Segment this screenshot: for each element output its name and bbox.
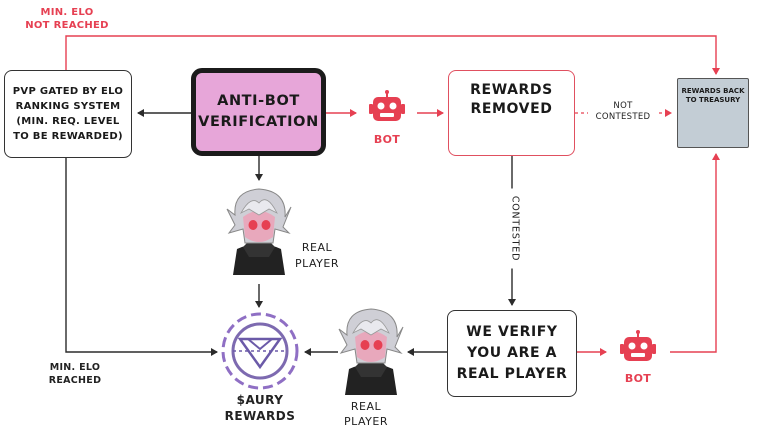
pvp-elo-gate-node: PVP GATED BY ELO RANKING SYSTEM (MIN. RE… <box>4 70 132 158</box>
player-avatar-icon <box>226 188 292 275</box>
arrow-pvp-to-treasury <box>65 35 720 75</box>
bot-label-top: BOT <box>373 133 401 146</box>
min-elo-not-reached-label: MIN. ELO NOT REACHED <box>25 7 109 31</box>
arrow-pvp-to-rewards <box>65 158 218 356</box>
rewards-to-treasury-node: REWARDS BACK TO TREASURY <box>677 78 749 148</box>
anti-bot-verification-node: ANTI-BOT VERIFICATION <box>191 68 326 156</box>
aury-coin-icon <box>221 312 299 390</box>
contested-label: CONTESTED <box>509 188 521 269</box>
robot-icon <box>620 330 656 361</box>
player-avatar-icon <box>338 308 404 395</box>
aury-rewards-label: $AURY REWARDS <box>224 393 296 423</box>
real-player-label-top: REAL PLAYER <box>295 241 339 270</box>
real-player-label-bottom: REAL PLAYER <box>344 400 388 428</box>
not-contested-label: NOT CONTESTED <box>588 101 658 123</box>
arrow-bot-to-treasury <box>670 153 720 353</box>
bot-label-bottom: BOT <box>624 372 652 385</box>
verify-real-player-node: WE VERIFY YOU ARE A REAL PLAYER <box>447 310 577 397</box>
min-elo-reached-label: MIN. ELO REACHED <box>48 362 102 386</box>
rewards-removed-node: REWARDS REMOVED <box>448 70 575 156</box>
robot-icon <box>369 90 405 121</box>
